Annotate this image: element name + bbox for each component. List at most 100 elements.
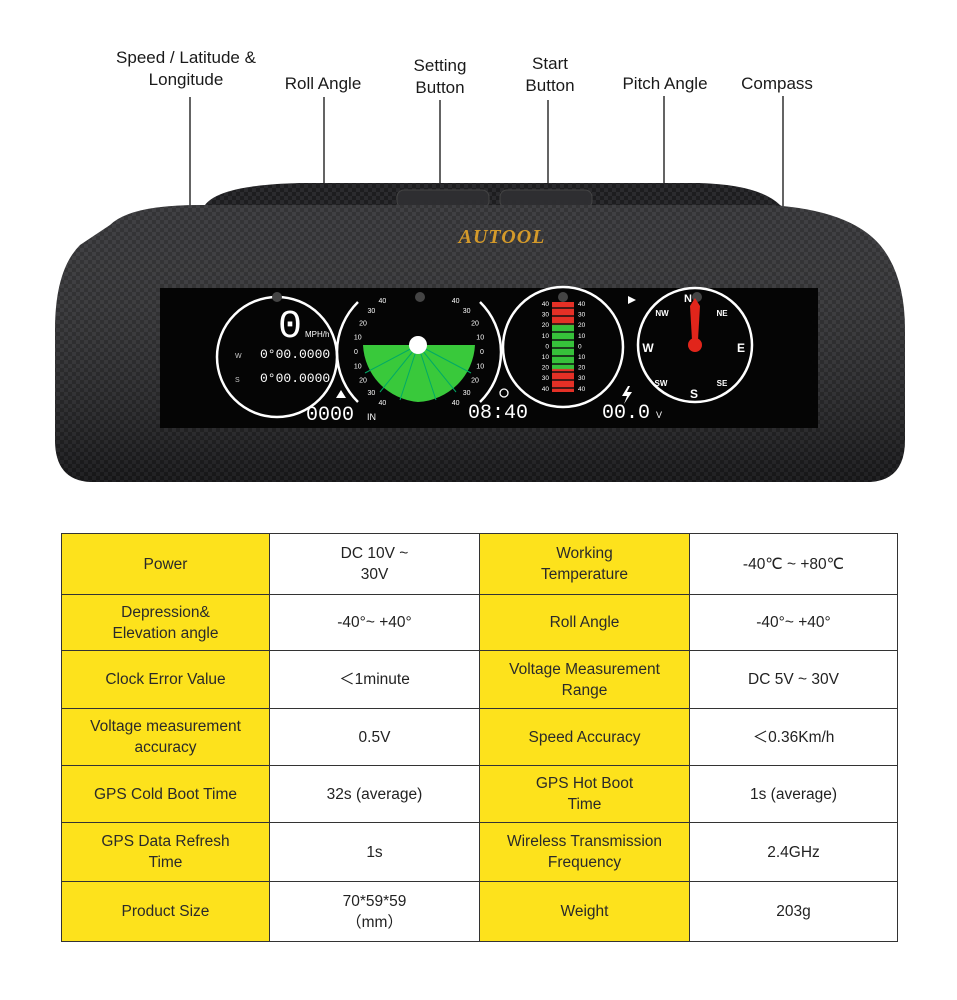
scale-tick-label: 30 <box>368 390 376 397</box>
svg-text:NW: NW <box>655 309 669 318</box>
scale-tick-label: 30 <box>542 312 550 319</box>
spec-label: GPS Data Refresh Time <box>61 822 270 882</box>
spec-value: -40℃ ~ +80℃ <box>689 533 898 595</box>
spec-value: -40°~ +40° <box>689 594 898 651</box>
spec-value: ＜0.36Km/h <box>689 708 898 766</box>
spec-value: -40°~ +40° <box>269 594 480 651</box>
spec-value: 203g <box>689 881 898 942</box>
voltage-icon <box>622 386 632 404</box>
scale-tick-label: 10 <box>476 334 484 341</box>
callout-compass: Compass <box>741 74 813 93</box>
scale-tick-label: 40 <box>379 298 387 305</box>
svg-text:S: S <box>690 387 698 401</box>
spec-label: Roll Angle <box>479 594 690 651</box>
spec-value: 0.5V <box>269 708 480 766</box>
scale-tick-label: 10 <box>578 333 586 340</box>
scale-tick-label: 20 <box>542 322 550 329</box>
autool-hud-device: AUTOOL 0 MPH/h W 0°00.0000 S 0°00.0000 0… <box>55 96 905 482</box>
compass-gauge: N NE E SE S SW W NW <box>636 286 754 404</box>
compass-needle-icon <box>690 298 700 340</box>
scale-tick-label: 20 <box>578 365 586 372</box>
callout-roll-angle: Roll Angle <box>284 74 362 93</box>
spec-value: 70*59*59 （mm） <box>269 881 480 942</box>
speed-gauge: 0 MPH/h W 0°00.0000 S 0°00.0000 <box>215 292 339 419</box>
scale-tick-label: 30 <box>578 375 586 382</box>
scale-tick-label: 40 <box>379 400 387 407</box>
spec-label: Clock Error Value <box>61 650 270 709</box>
altitude-value: 0000 <box>306 404 354 427</box>
scale-tick-label: 40 <box>578 386 586 393</box>
scale-tick-label: 10 <box>542 354 550 361</box>
scale-tick-label: 30 <box>463 390 471 397</box>
spec-label: Speed Accuracy <box>479 708 690 766</box>
scale-tick-label: 20 <box>471 320 479 327</box>
svg-text:SE: SE <box>717 379 728 388</box>
voltage-unit: V <box>656 410 662 420</box>
spec-label: Product Size <box>61 881 270 942</box>
scale-tick-label: 40 <box>452 400 460 407</box>
svg-text:W: W <box>642 341 654 355</box>
clock-value: 08:40 <box>468 402 528 425</box>
spec-label: Working Temperature <box>479 533 690 595</box>
brand-logo: AUTOOL <box>457 226 546 248</box>
svg-text:S: S <box>235 377 240 384</box>
scale-tick-label: 40 <box>542 301 550 308</box>
spec-label: Weight <box>479 881 690 942</box>
spec-label: GPS Cold Boot Time <box>61 765 270 823</box>
callout-speed-latitude-longitude: Speed / Latitude & Longitude <box>116 48 256 89</box>
svg-text:W: W <box>235 353 242 360</box>
svg-text:SW: SW <box>655 379 668 388</box>
scale-tick-label: 0 <box>354 349 358 356</box>
scale-tick-label: 10 <box>354 334 362 341</box>
spec-value: DC 5V ~ 30V <box>689 650 898 709</box>
scale-tick-label: 20 <box>578 322 586 329</box>
spec-value: 1s <box>269 822 480 882</box>
speed-value: 0 <box>278 305 302 350</box>
scale-tick-label: 30 <box>542 375 550 382</box>
altitude-unit: IN <box>367 412 376 422</box>
mountain-icon <box>336 390 346 398</box>
spec-label: Power <box>61 533 270 595</box>
svg-text:E: E <box>737 341 745 355</box>
spec-value: 2.4GHz <box>689 822 898 882</box>
scale-tick-label: 30 <box>368 308 376 315</box>
spec-row: Depression& Elevation angle-40°~ +40°Rol… <box>61 594 898 651</box>
scale-tick-label: 20 <box>542 365 550 372</box>
scale-tick-label: 10 <box>578 354 586 361</box>
spec-label: Depression& Elevation angle <box>61 594 270 651</box>
latitude-value: 0°00.0000 <box>260 347 330 362</box>
speed-unit: MPH/h <box>305 330 329 339</box>
spec-label: Voltage measurement accuracy <box>61 708 270 766</box>
scale-tick-label: 0 <box>480 349 484 356</box>
clock-icon <box>499 388 509 398</box>
spec-value: 1s (average) <box>689 765 898 823</box>
callout-setting-button: Setting Button <box>413 56 467 97</box>
svg-text:NE: NE <box>716 309 728 318</box>
scale-tick-label: 40 <box>452 298 460 305</box>
scale-tick-label: 0 <box>545 343 549 350</box>
scale-tick-label: 10 <box>542 333 550 340</box>
spec-label: Wireless Transmission Frequency <box>479 822 690 882</box>
callout-start-button: Start Button <box>525 54 575 95</box>
spec-value: DC 10V ~ 30V <box>269 533 480 595</box>
scale-tick-label: 10 <box>476 364 484 371</box>
scale-tick-label: 0 <box>578 343 582 350</box>
spec-value: 32s (average) <box>269 765 480 823</box>
voltage-value: 00.0 <box>602 402 650 425</box>
scale-tick-label: 20 <box>359 378 367 385</box>
spec-label: Voltage Measurement Range <box>479 650 690 709</box>
scale-tick-label: 30 <box>463 308 471 315</box>
scale-tick-label: 10 <box>354 364 362 371</box>
svg-text:N: N <box>684 293 692 305</box>
scale-tick-label: 30 <box>578 312 586 319</box>
scale-tick-label: 40 <box>578 301 586 308</box>
